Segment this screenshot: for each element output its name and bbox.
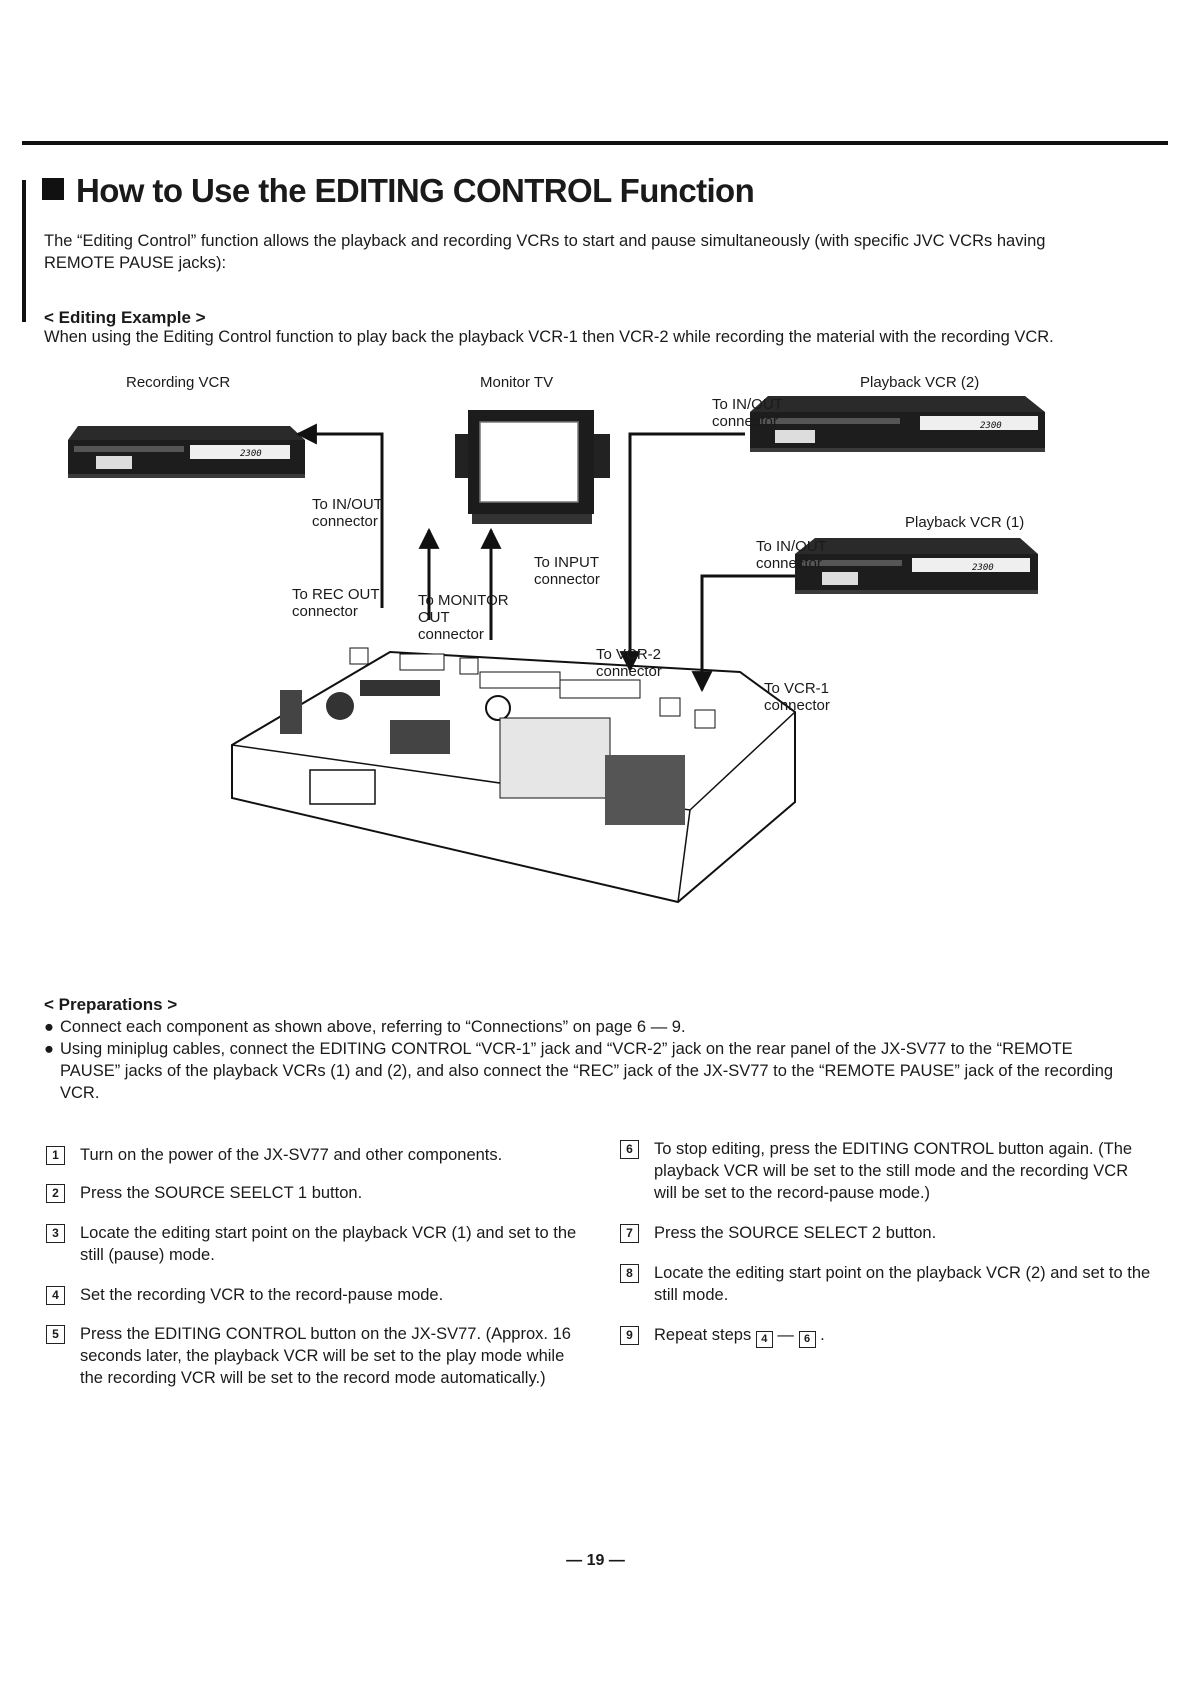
step-8: 8 Locate the editing start point on the p… <box>620 1262 1154 1306</box>
recording-vcr-illustration <box>68 426 305 478</box>
step-2: 2 Press the SOURCE SEELCT 1 button. <box>46 1182 590 1204</box>
range-dash: — <box>777 1326 794 1344</box>
square-bullet-icon <box>42 178 64 200</box>
preparation-text: Connect each component as shown above, r… <box>60 1018 686 1036</box>
step-number: 4 <box>46 1286 65 1305</box>
step-number: 5 <box>46 1325 65 1344</box>
label-line: connector <box>596 663 662 680</box>
side-bar <box>22 180 26 322</box>
label-line: To INPUT <box>534 554 600 571</box>
label-line: connector <box>756 555 822 572</box>
step-end-period: . <box>820 1326 825 1344</box>
step-ref-4: 4 <box>755 1331 773 1348</box>
step-4: 4 Set the recording VCR to the record-pau… <box>46 1284 590 1306</box>
playback-vcr-1-illustration <box>795 538 1038 594</box>
step-6: 6 To stop editing, press the EDITING CONT… <box>620 1138 1154 1204</box>
step-number: 9 <box>620 1326 639 1345</box>
label-playback-vcr-2: Playback VCR (2) <box>860 374 980 391</box>
step-text: Turn on the power of the JX-SV77 and oth… <box>80 1146 503 1164</box>
editing-example-heading: < Editing Example > <box>44 308 206 327</box>
step-number: 1 <box>46 1146 65 1165</box>
step-text: Press the SOURCE SEELCT 1 button. <box>80 1184 363 1202</box>
label-playback-vcr-1: Playback VCR (1) <box>905 514 1025 531</box>
intro-paragraph: The “Editing Control” function allows th… <box>44 232 1046 272</box>
step-text: Press the EDITING CONTROL button on the … <box>80 1325 571 1387</box>
label-line: To IN/OUT <box>312 496 383 513</box>
diagram-art: 2300 2300 2300 <box>68 396 1045 904</box>
page-title-text: How to Use the EDITING CONTROL Function <box>76 172 755 209</box>
step-text: Repeat steps <box>654 1326 752 1344</box>
bullet-icon: ● <box>44 1040 54 1058</box>
label-line: connector <box>712 413 778 430</box>
label-recording-vcr: Recording VCR <box>126 374 231 391</box>
label-monitor-tv: Monitor TV <box>480 374 554 391</box>
preparations-heading: < Preparations > <box>44 995 178 1014</box>
label-line: OUT <box>418 609 450 626</box>
page-number: — 19 — <box>566 1552 625 1569</box>
step-number: 3 <box>46 1224 65 1243</box>
editing-example-text: When using the Editing Control function … <box>44 328 1054 346</box>
bullet-icon: ● <box>44 1018 54 1036</box>
step-number: 8 <box>620 1264 639 1283</box>
label-line: To MONITOR <box>418 592 509 609</box>
preparation-item: ● Connect each component as shown above, … <box>44 1016 1124 1038</box>
step-number: 6 <box>620 1140 639 1159</box>
step-text: To stop editing, press the EDITING CONTR… <box>654 1140 1133 1202</box>
step-text: Locate the editing start point on the pl… <box>80 1224 577 1264</box>
step-1: 1 Turn on the power of the JX-SV77 and ot… <box>46 1144 590 1166</box>
step-ref-6: 6 <box>798 1331 816 1348</box>
label-line: To IN/OUT <box>712 396 783 413</box>
step-text: Set the recording VCR to the record-paus… <box>80 1286 444 1304</box>
step-text: Locate the editing start point on the pl… <box>654 1264 1151 1304</box>
step-7: 7 Press the SOURCE SELECT 2 button. <box>620 1222 1154 1244</box>
label-line: connector <box>312 513 378 530</box>
step-3: 3 Locate the editing start point on the p… <box>46 1222 590 1266</box>
page-title: How to Use the EDITING CONTROL Function <box>42 172 755 210</box>
monitor-tv-illustration <box>455 410 610 524</box>
step-number: 7 <box>620 1224 639 1243</box>
preparations-list: ● Connect each component as shown above, … <box>44 1016 1124 1104</box>
step-5: 5 Press the EDITING CONTROL button on the… <box>46 1323 590 1389</box>
preparation-text: Using miniplug cables, connect the EDITI… <box>60 1040 1114 1102</box>
label-line: connector <box>418 626 484 643</box>
label-line: To IN/OUT <box>756 538 827 555</box>
connection-diagram: 2300 2300 2300 Recording VCR Monitor TV Pl… <box>60 374 1120 980</box>
label-line: To REC OUT <box>292 586 380 603</box>
label-line: connector <box>534 571 600 588</box>
label-line: connector <box>764 697 830 714</box>
label-line: To VCR-2 <box>596 646 662 663</box>
step-text: Press the SOURCE SELECT 2 button. <box>654 1224 937 1242</box>
step-number: 2 <box>46 1184 65 1203</box>
vcr-counter-display: 2300 <box>240 449 262 459</box>
step-9: 9 Repeat steps 4 — 6 . <box>620 1324 1154 1348</box>
playback-vcr-2-illustration <box>750 396 1045 452</box>
vcr-counter-display: 2300 <box>972 563 994 573</box>
label-line: connector <box>292 603 358 620</box>
preparation-item: ● Using miniplug cables, connect the EDIT… <box>44 1038 1124 1104</box>
top-rule <box>22 141 1168 145</box>
editing-controller-illustration <box>231 647 796 904</box>
vcr-counter-display: 2300 <box>980 421 1002 431</box>
label-line: To VCR-1 <box>764 680 830 697</box>
